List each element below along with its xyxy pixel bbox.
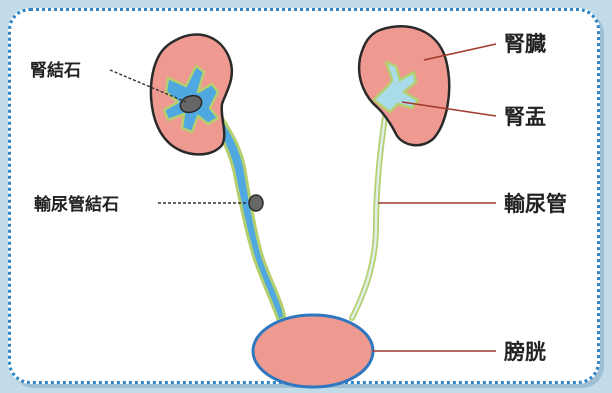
- renal-pelvis-label: 腎盂: [504, 105, 546, 129]
- bladder-label: 膀胱: [503, 340, 546, 364]
- kidney-stone-label: 腎結石: [30, 60, 81, 81]
- ureter-stone-icon: [249, 195, 263, 211]
- right-ureter-inner: [352, 110, 386, 318]
- bladder: [253, 315, 373, 387]
- ureter-label: 輸尿管: [504, 192, 567, 216]
- ureter-stone-label: 輸尿管結石: [34, 194, 119, 215]
- kidney-label: 腎臓: [504, 32, 546, 56]
